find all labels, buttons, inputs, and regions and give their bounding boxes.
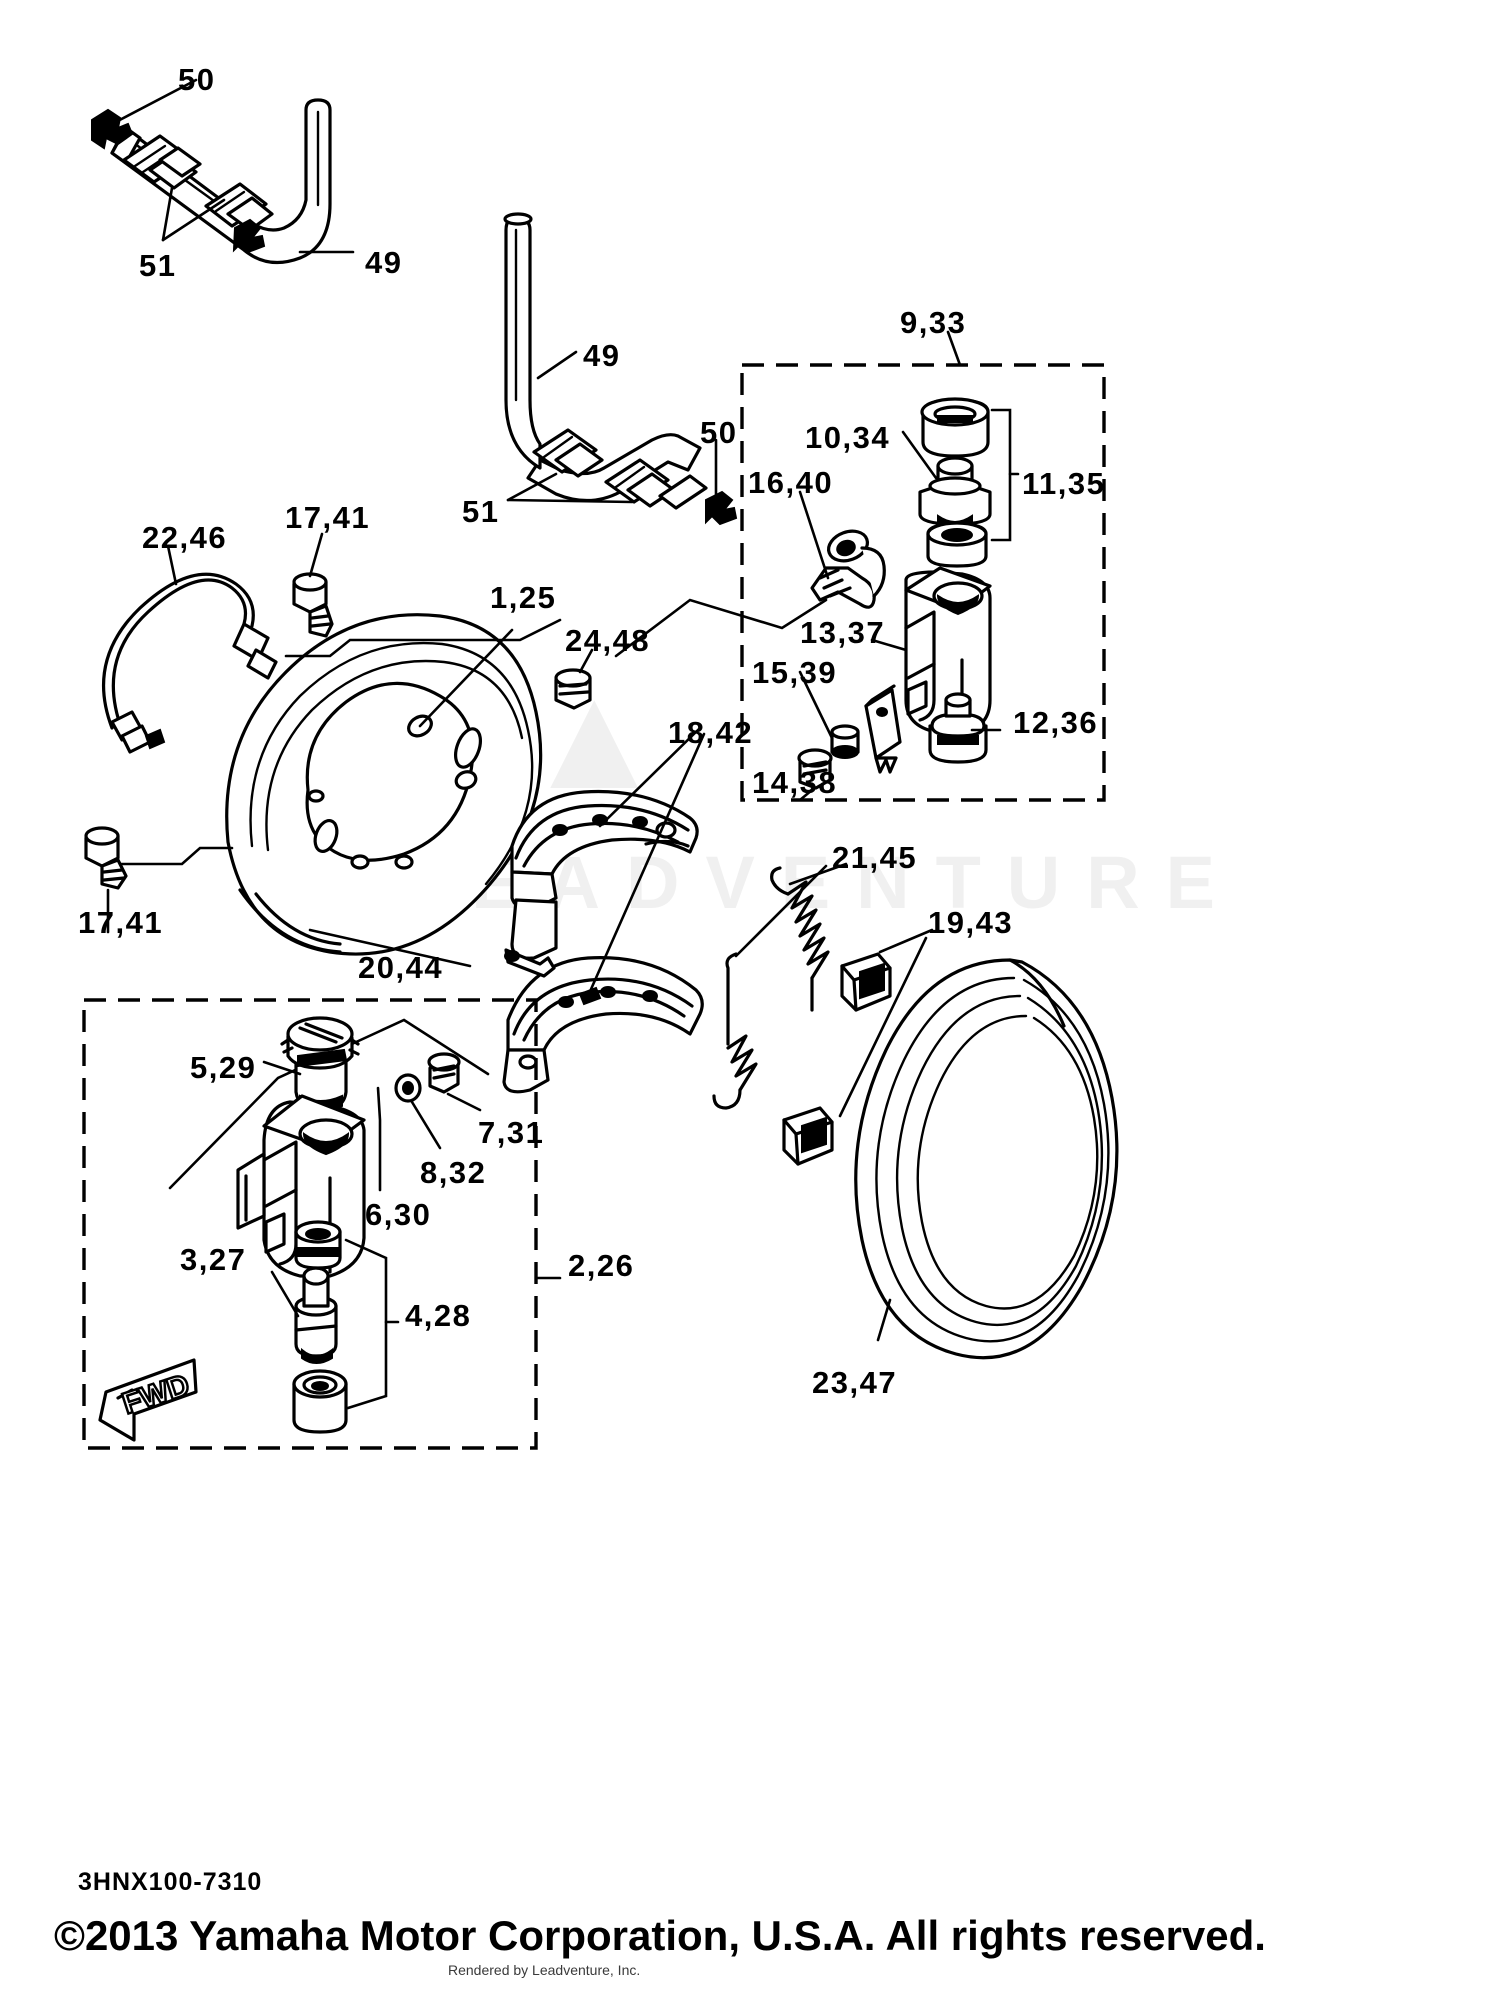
callout-6-30: 6,30: [365, 1197, 432, 1232]
copyright-notice: ©2013 Yamaha Motor Corporation, U.S.A. A…: [54, 1912, 1266, 1959]
hose-assembly-lower: [503, 212, 738, 526]
callout-17-41-upper: 17,41: [285, 500, 371, 535]
callout-3-27: 3,27: [180, 1242, 247, 1277]
callout-7-31: 7,31: [478, 1115, 545, 1150]
seal-4-28-bottom: [292, 1369, 348, 1434]
washer-8-32: [394, 1073, 422, 1103]
seal-4-28-top: [294, 1220, 342, 1270]
group-box-left: [82, 998, 538, 1450]
callout-50-upper: 50: [178, 62, 216, 97]
callout-49-upper: 49: [365, 245, 403, 280]
cap-set-11-35: [920, 397, 990, 458]
callout-13-37: 13,37: [800, 615, 886, 650]
nut-24-48: [554, 668, 592, 710]
group-box-right: [740, 363, 1106, 802]
return-spring-21-45-lower: [712, 952, 758, 1110]
nut-15-39: [830, 724, 860, 759]
reservoir-cap-5-29: [280, 1016, 360, 1112]
callout-15-39: 15,39: [752, 655, 838, 690]
hose-assembly-upper: [91, 98, 332, 265]
callout-11-35: 11,35: [1022, 466, 1106, 501]
callout-5-29: 5,29: [190, 1050, 257, 1085]
callout-50-lower: 50: [700, 415, 738, 450]
screw-14-38: [797, 748, 833, 790]
pin-retainer-20-44: [504, 948, 556, 978]
callout-10-34: 10,34: [805, 420, 891, 455]
callout-21-45: 21,45: [832, 840, 918, 875]
callout-14-38: 14,38: [752, 765, 838, 800]
callout-51-lower: 51: [462, 494, 500, 529]
callout-4-28: 4,28: [405, 1298, 472, 1333]
callout-1-25: 1,25: [490, 580, 557, 615]
callout-12-36: 12,36: [1013, 705, 1099, 740]
piston-3-27: [294, 1266, 338, 1364]
callout-20-44: 20,44: [358, 950, 444, 985]
return-spring-21-45-upper: [770, 866, 830, 1012]
callout-9-33: 9,33: [900, 305, 967, 340]
screw-7-31: [427, 1052, 461, 1094]
shoe-clip-19-43-upper: [840, 952, 892, 1012]
washer-11-35: [926, 521, 988, 568]
callout-16-40: 16,40: [748, 465, 834, 500]
union-bolt-16-40: [810, 529, 886, 609]
callout-8-32: 8,32: [420, 1155, 487, 1190]
callout-17-41-lower: 17,41: [78, 905, 164, 940]
bracket-plate-13-37: [864, 684, 902, 774]
fwd-arrow: [98, 1358, 198, 1442]
rendered-by-notice: Rendered by Leadventure, Inc.: [448, 1962, 641, 1978]
callout-2-26: 2,26: [568, 1248, 635, 1283]
backing-plate-1-25: [225, 613, 543, 956]
callout-23-47: 23,47: [812, 1365, 898, 1400]
brake-shoe-upper-18-42: [510, 789, 699, 960]
brake-drum-23-47: [854, 958, 1119, 1360]
callout-19-43: 19,43: [928, 905, 1014, 940]
callout-22-46: 22,46: [142, 520, 228, 555]
callout-24-48: 24,48: [565, 623, 651, 658]
callout-49-lower: 49: [583, 338, 621, 373]
shoe-clip-19-43-lower: [782, 1106, 834, 1166]
brake-shoe-lower-18-42: [502, 956, 704, 1094]
master-cylinder-body-13-37: [904, 566, 992, 734]
diagram-part-number: 3HNX100-7310: [78, 1868, 263, 1896]
callout-18-42: 18,42: [668, 715, 754, 750]
cable-22-46: [101, 572, 278, 754]
callout-51-upper: 51: [139, 248, 177, 283]
bolt-17-41-lower: [84, 826, 128, 890]
bolt-17-41-upper: [292, 572, 334, 638]
